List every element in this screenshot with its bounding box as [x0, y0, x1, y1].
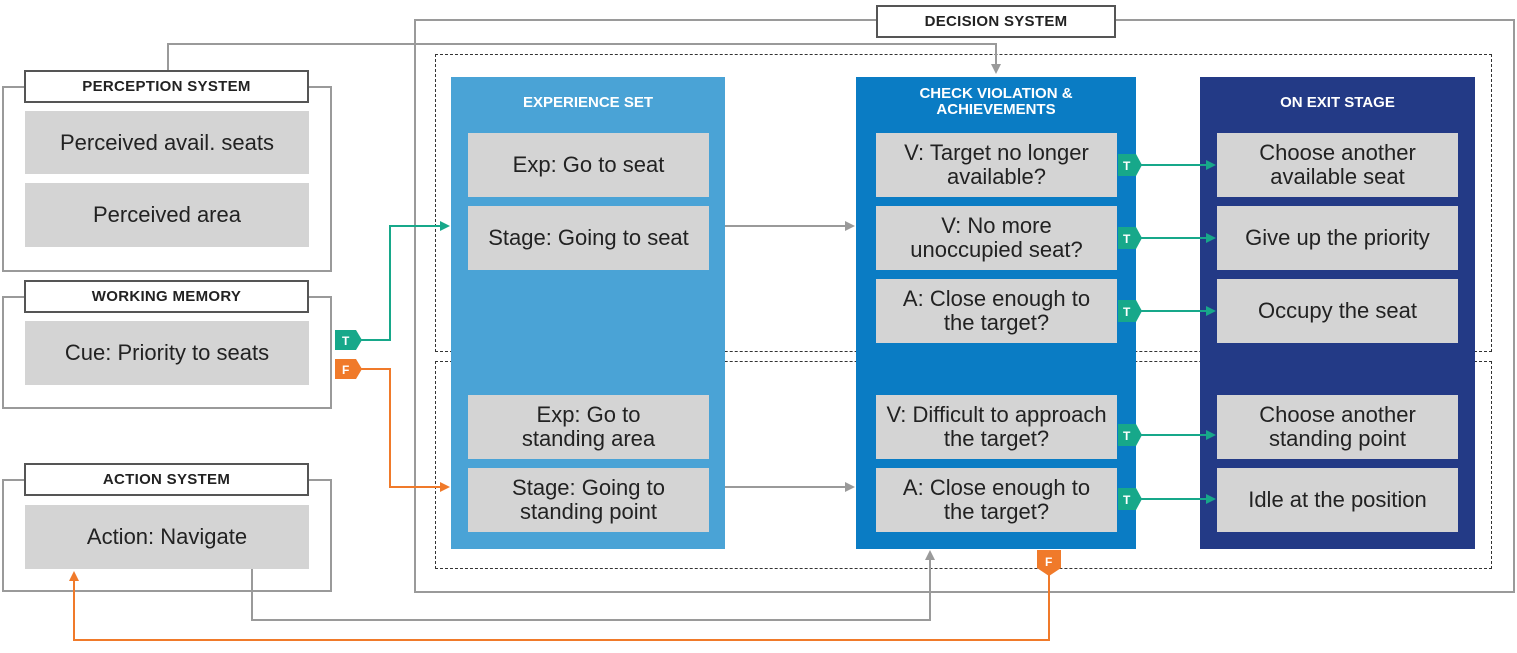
- svg-text:T: T: [1123, 429, 1131, 443]
- check-close-enough-upper: A: Close enough to the target?: [876, 279, 1117, 343]
- true-badge-1: T: [1118, 154, 1142, 176]
- stage-going-to-standing-point: Stage: Going to standing point: [468, 468, 709, 532]
- svg-text:T: T: [1123, 159, 1131, 173]
- exit-idle-at-position: Idle at the position: [1217, 468, 1458, 532]
- exit-give-up-priority: Give up the priority: [1217, 206, 1458, 270]
- check-false-to-action-connector: [69, 571, 1050, 641]
- exit-title: ON EXIT STAGE: [1280, 94, 1395, 111]
- true-badge-5: T: [1118, 488, 1142, 510]
- false-badge-memory: F: [335, 359, 362, 379]
- memory-false-connector: [355, 368, 450, 492]
- svg-text:T: T: [1123, 493, 1131, 507]
- check-no-unoccupied-seat: V: No more unoccupied seat?: [876, 206, 1117, 270]
- stage-going-to-seat: Stage: Going to seat: [468, 206, 709, 270]
- svg-text:T: T: [342, 334, 350, 348]
- decision-title: DECISION SYSTEM: [876, 5, 1116, 38]
- action-to-check-connector: [251, 550, 935, 621]
- check-target-unavailable: V: Target no longer available?: [876, 133, 1117, 197]
- exp-go-to-seat: Exp: Go to seat: [468, 133, 709, 197]
- action-title: ACTION SYSTEM: [24, 463, 309, 496]
- svg-text:T: T: [1123, 232, 1131, 246]
- true-badge-4: T: [1118, 424, 1142, 446]
- svg-text:T: T: [1123, 305, 1131, 319]
- exp-go-to-standing-area: Exp: Go to standing area: [468, 395, 709, 459]
- perception-title: PERCEPTION SYSTEM: [24, 70, 309, 103]
- perception-to-check-connector: [167, 43, 1001, 74]
- svg-text:F: F: [1045, 555, 1052, 569]
- svg-text:F: F: [342, 363, 349, 377]
- check-title: CHECK VIOLATION & ACHIEVEMENTS: [919, 85, 1073, 118]
- false-badge-check: F: [1037, 550, 1061, 576]
- cue-priority-box: Cue: Priority to seats: [25, 321, 309, 385]
- action-navigate-box: Action: Navigate: [25, 505, 309, 569]
- perceived-area-box: Perceived area: [25, 183, 309, 247]
- memory-title: WORKING MEMORY: [24, 280, 309, 313]
- check-difficult-approach: V: Difficult to approach the target?: [876, 395, 1117, 459]
- true-badge-memory: T: [335, 330, 362, 350]
- perceived-seats-box: Perceived avail. seats: [25, 111, 309, 174]
- memory-true-connector: [355, 221, 450, 341]
- true-badge-2: T: [1118, 227, 1142, 249]
- true-badge-3: T: [1118, 300, 1142, 322]
- experience-set-title: EXPERIENCE SET: [522, 94, 654, 111]
- exit-occupy-seat: Occupy the seat: [1217, 279, 1458, 343]
- check-close-enough-lower: A: Close enough to the target?: [876, 468, 1117, 532]
- exit-choose-another-standing: Choose another standing point: [1217, 395, 1458, 459]
- exit-choose-another-seat: Choose another available seat: [1217, 133, 1458, 197]
